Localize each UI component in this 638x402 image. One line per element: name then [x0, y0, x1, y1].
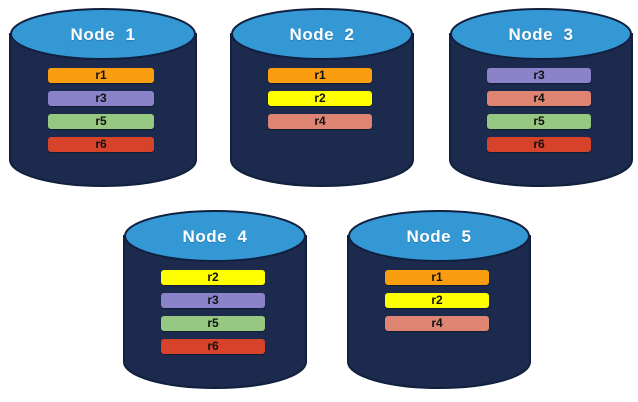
cylinder-top-disc: [231, 8, 413, 60]
replica-bar[interactable]: r2: [161, 270, 265, 285]
node-cylinder-1[interactable]: Node 1 r1 r3 r5 r6: [9, 8, 197, 187]
replica-label: r3: [95, 91, 107, 105]
replica-bar[interactable]: r5: [48, 114, 154, 129]
replica-bar[interactable]: r4: [487, 91, 591, 106]
node-title-2: Node 2: [289, 25, 355, 44]
replica-stack-3: r3 r4 r5 r6: [450, 68, 632, 152]
replica-label: r5: [95, 114, 107, 128]
replica-bar[interactable]: r4: [268, 114, 372, 129]
replica-label: r2: [314, 91, 326, 105]
node-title-3: Node 3: [508, 25, 574, 44]
replica-bar[interactable]: r2: [385, 293, 489, 308]
replica-bar[interactable]: r3: [487, 68, 591, 83]
replica-bar[interactable]: r6: [487, 137, 591, 152]
replica-label: r4: [533, 91, 545, 105]
replica-label: r6: [207, 339, 219, 353]
replica-bar[interactable]: r5: [487, 114, 591, 129]
replica-stack-2: r1 r2 r4: [231, 68, 413, 129]
node-cylinder-4[interactable]: Node 4 r2 r3 r5 r6: [123, 210, 307, 389]
replica-bar[interactable]: r6: [161, 339, 265, 354]
replica-label: r2: [431, 293, 443, 307]
replica-bar[interactable]: r3: [48, 91, 154, 106]
replica-bar[interactable]: r1: [48, 68, 154, 83]
cylinder-top-disc: [450, 8, 632, 60]
replica-label: r2: [207, 270, 219, 284]
replica-label: r5: [207, 316, 219, 330]
node-title-5: Node 5: [406, 227, 472, 246]
replica-label: r5: [533, 114, 545, 128]
node-title-4: Node 4: [182, 227, 248, 246]
replica-label: r4: [431, 316, 443, 330]
replica-bar[interactable]: r2: [268, 91, 372, 106]
cylinder-top-disc: [10, 8, 196, 60]
replica-bar[interactable]: r1: [268, 68, 372, 83]
replica-stack-5: r1 r2 r4: [348, 270, 530, 331]
replica-label: r1: [95, 68, 107, 82]
replica-label: r6: [95, 137, 107, 151]
cylinder-top-disc: [124, 210, 306, 262]
replica-label: r3: [207, 293, 219, 307]
replica-bar[interactable]: r6: [48, 137, 154, 152]
replica-label: r6: [533, 137, 545, 151]
replica-bar[interactable]: r5: [161, 316, 265, 331]
cylinder-top-disc: [348, 210, 530, 262]
replica-stack-4: r2 r3 r5 r6: [124, 270, 306, 354]
replica-bar[interactable]: r4: [385, 316, 489, 331]
node-cylinder-2[interactable]: Node 2 r1 r2 r4: [230, 8, 414, 187]
replica-stack-1: r1 r3 r5 r6: [10, 68, 196, 152]
replica-label: r1: [314, 68, 326, 82]
node-cylinder-5[interactable]: Node 5 r1 r2 r4: [347, 210, 531, 389]
replica-bar[interactable]: r3: [161, 293, 265, 308]
node-cylinder-3[interactable]: Node 3 r3 r4 r5 r6: [449, 8, 633, 187]
replica-label: r4: [314, 114, 326, 128]
replica-label: r3: [533, 68, 545, 82]
replica-label: r1: [431, 270, 443, 284]
node-title-1: Node 1: [70, 25, 136, 44]
replica-bar[interactable]: r1: [385, 270, 489, 285]
